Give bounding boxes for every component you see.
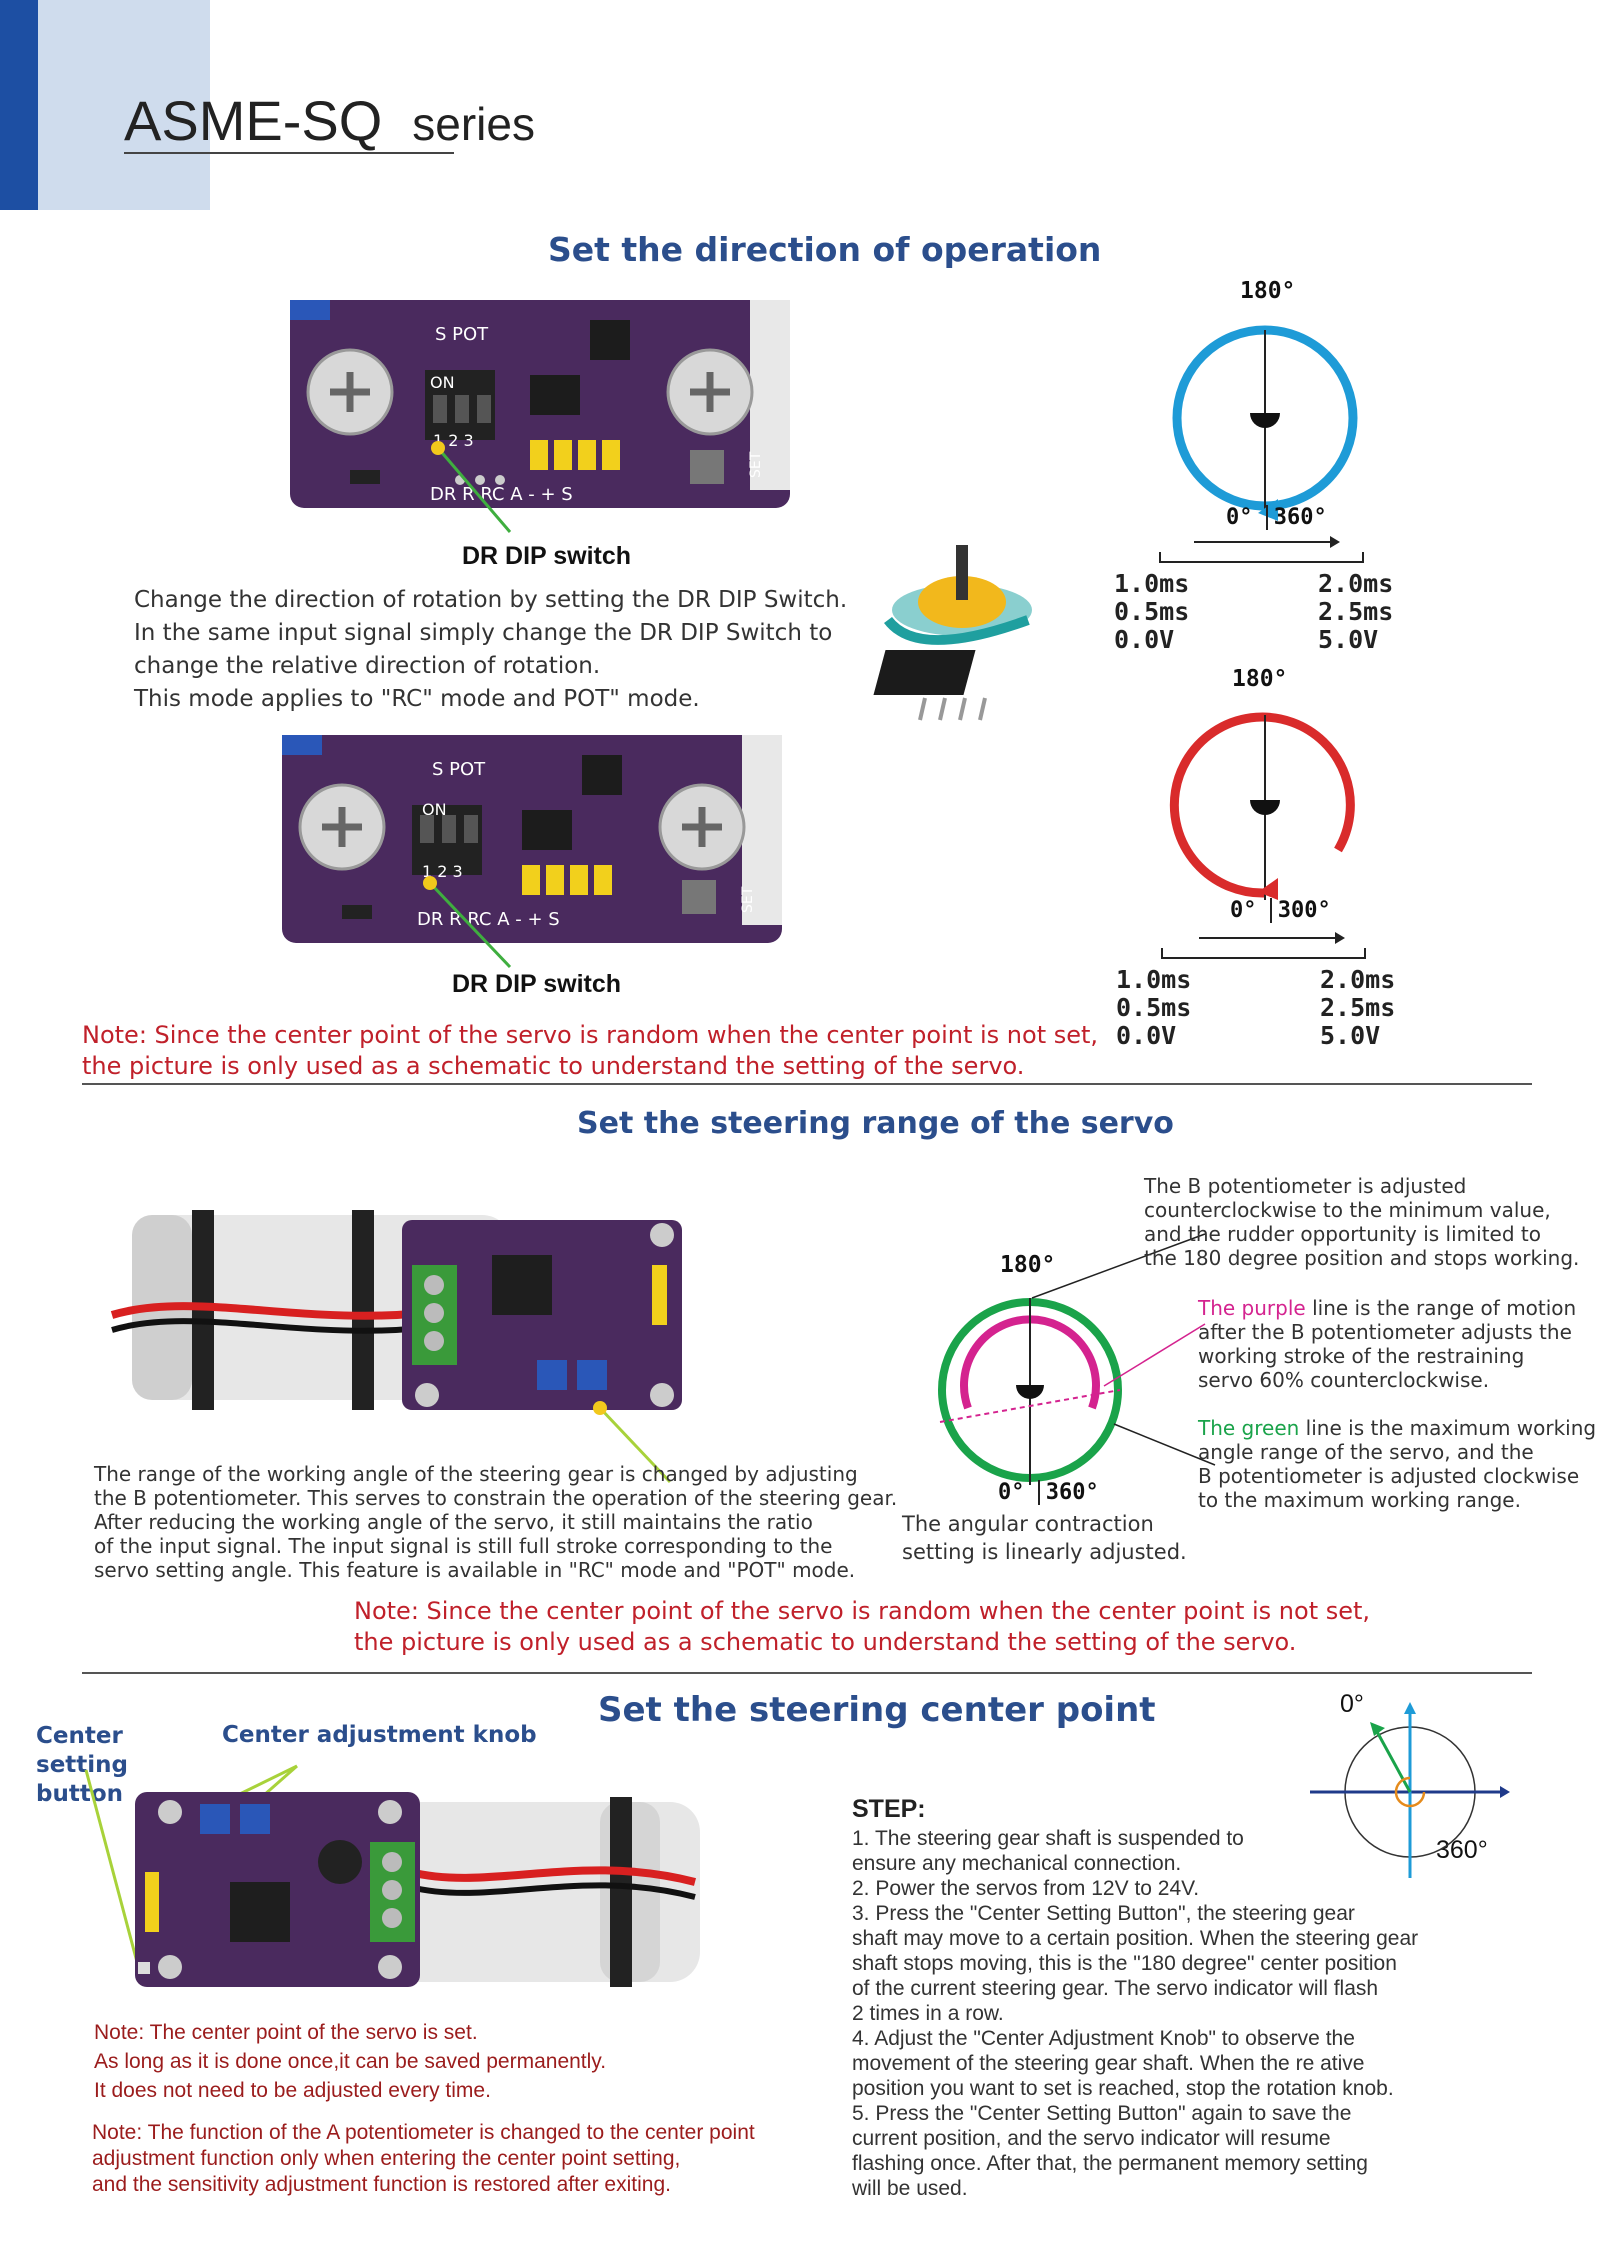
dial1-blue-circle — [1172, 325, 1358, 521]
center-dial-zero-label: 0° — [1340, 1690, 1364, 1718]
step-line: 4. Adjust the "Center Adjustment Knob" t… — [852, 2027, 1355, 2050]
divider-2 — [82, 1672, 1532, 1674]
dial1-range-bracket — [1159, 552, 1364, 563]
dr-dip-switch-label-1: DR DIP switch — [462, 542, 632, 570]
dial2-direction-arrow — [1199, 932, 1345, 944]
section-title-steering-range: Set the steering range of the servo — [577, 1106, 1174, 1141]
step-line: of the current steering gear. The servo … — [852, 1977, 1379, 2000]
center-point-note-2: Note: The function of the A potentiomete… — [92, 2121, 755, 2196]
pointer-line-2 — [423, 876, 512, 969]
dial2-top-label: 180° — [1232, 666, 1288, 692]
dial3-range-circle — [938, 1298, 1122, 1485]
step-line: current position, and the servo indicato… — [852, 2127, 1331, 2150]
b-potentiometer-annotation: The B potentiometer is adjusted counterc… — [1144, 1174, 1580, 1270]
svg-text:SET: SET — [740, 886, 756, 913]
dr-dip-switch-label-2: DR DIP switch — [452, 970, 622, 998]
dial1-top-label: 180° — [1240, 278, 1296, 304]
center-point-dial — [1310, 1702, 1510, 1878]
steering-range-description: The range of the working angle of the st… — [94, 1462, 898, 1582]
center-servo-board-photo — [130, 1782, 710, 1997]
center-point-note-1: Note: The center point of the servo is s… — [94, 2021, 607, 2102]
dial2-red-circle — [1169, 712, 1355, 900]
pcb-board-photo-1: S POT ON 1 2 3 DR R RC A - + S SET — [290, 300, 790, 508]
dial2-bottom-labels: 0° 300° — [1230, 898, 1331, 923]
page-subtitle: series — [412, 98, 535, 150]
step-line: will be used. — [852, 2177, 968, 2200]
step-line: position you want to set is reached, sto… — [852, 2077, 1394, 2100]
svg-text:1 2 3: 1 2 3 — [422, 862, 463, 881]
b-potentiometer-pointer — [593, 1401, 672, 1484]
dial3-bottom-labels: 0° 360° — [998, 1480, 1099, 1505]
step-title: STEP: — [852, 1795, 926, 1823]
center-adjustment-knob-label: Center adjustment knob — [222, 1722, 537, 1748]
step-line: flashing once. After that, the permanent… — [852, 2152, 1368, 2175]
section1-note: Note: Since the center point of the serv… — [82, 1021, 1099, 1080]
section-title-center-point: Set the steering center point — [598, 1690, 1156, 1730]
svg-text:S POT: S POT — [432, 759, 486, 780]
servo-gear-chip-illustration — [873, 545, 1032, 721]
step-line: shaft may move to a certain position. Wh… — [852, 1927, 1419, 1950]
svg-text:DR R RC A - + S: DR R RC A - + S — [430, 484, 573, 505]
center-dial-360-label: 360° — [1436, 1836, 1488, 1864]
purple-line-annotation: The purple line is the range of motion a… — [1198, 1296, 1577, 1392]
section2-note: Note: Since the center point of the serv… — [354, 1597, 1371, 1656]
dial3-annotation-line-purple — [1103, 1323, 1206, 1387]
dial3-annotation-line-green — [1113, 1423, 1216, 1466]
servo-motor-board-photo — [92, 1205, 692, 1420]
step-line: shaft stops moving, this is the "180 deg… — [852, 1952, 1397, 1975]
direction-description: Change the direction of rotation by sett… — [134, 587, 848, 712]
title-underline — [124, 152, 454, 154]
dial3-annotation-line-b — [1031, 1233, 1206, 1299]
step-line: 2 times in a row. — [852, 2002, 1004, 2025]
step-list: 1. The steering gear shaft is suspended … — [852, 1826, 1418, 2201]
step-line: 1. The steering gear shaft is suspended … — [852, 1827, 1244, 1850]
header-accent-bar — [0, 0, 38, 210]
svg-text:DR R RC A - + S: DR R RC A - + S — [417, 909, 560, 930]
dial1-bottom-labels: 0° 360° — [1226, 505, 1327, 530]
svg-text:S POT: S POT — [435, 324, 489, 345]
divider-1 — [82, 1083, 1532, 1085]
dial3-top-label: 180° — [1000, 1252, 1056, 1278]
svg-text:ON: ON — [422, 800, 447, 819]
header-panel — [38, 0, 210, 210]
step-line: ensure any mechanical connection. — [852, 1852, 1182, 1875]
step-line: 2. Power the servos from 12V to 24V. — [852, 1877, 1200, 1900]
svg-text:ON: ON — [430, 373, 455, 392]
dial2-range-bracket — [1161, 948, 1366, 959]
svg-text:SET: SET — [748, 451, 764, 478]
step-line: 5. Press the "Center Setting Button" aga… — [852, 2102, 1352, 2125]
green-line-annotation: The green line is the maximum working an… — [1198, 1416, 1597, 1512]
pcb-board-photo-2: S POT ON 1 2 3 DR R RC A - + S SET — [282, 735, 782, 943]
pointer-line-1 — [431, 441, 512, 533]
step-line: 3. Press the "Center Setting Button", th… — [852, 1902, 1355, 1925]
step-line: movement of the steering gear shaft. Whe… — [852, 2052, 1365, 2075]
section-title-direction: Set the direction of operation — [548, 230, 1102, 269]
dial1-direction-arrow — [1194, 536, 1340, 548]
